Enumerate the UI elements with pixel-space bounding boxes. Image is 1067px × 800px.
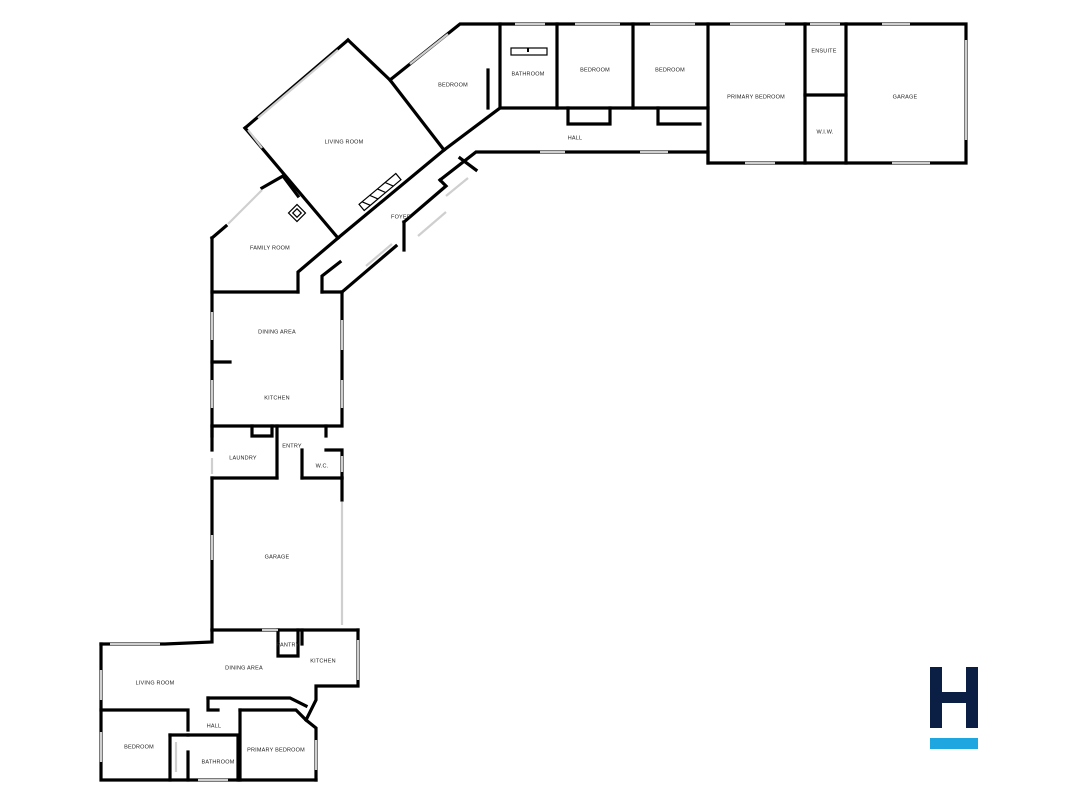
bottom-wing-walls xyxy=(99,628,360,782)
label-living-room-top: LIVING ROOM xyxy=(325,139,364,145)
label-dining-area-top: DINING AREA xyxy=(258,329,296,335)
label-family-room: FAMILY ROOM xyxy=(250,245,290,251)
label-pantry: PANTRY xyxy=(276,642,299,648)
label-kitchen-top: KITCHEN xyxy=(264,395,290,401)
label-garage-top: GARAGE xyxy=(893,94,918,100)
living-foyer-walls xyxy=(242,37,449,295)
label-hall-bottom: HALL xyxy=(207,723,222,729)
dining-kitchen-walls xyxy=(210,290,344,438)
label-bedroom-top: BEDROOM xyxy=(438,82,468,88)
dining-kitchen-windows xyxy=(210,312,344,408)
bottom-wing-windows xyxy=(99,628,360,782)
label-bathroom-bottom: BATHROOM xyxy=(202,759,235,765)
brand-logo xyxy=(928,666,980,750)
label-kitchen-bottom: KITCHEN xyxy=(310,658,336,664)
label-hall-top: HALL xyxy=(568,135,583,141)
top-wing-windows xyxy=(409,22,968,165)
label-laundry: LAUNDRY xyxy=(229,455,257,461)
bathroom-vanity xyxy=(510,47,548,56)
label-wiw: W.I.W. xyxy=(816,129,833,135)
label-foyer: FOYER xyxy=(391,214,411,220)
top-wing-walls xyxy=(387,22,968,183)
label-primary-bedroom-top: PRIMARY BEDROOM xyxy=(727,94,785,100)
living-foyer-windows xyxy=(247,49,469,267)
label-entry: ENTRY xyxy=(282,443,302,449)
label-bedroom-2: BEDROOM xyxy=(580,67,610,73)
label-primary-bedroom-bottom: PRIMARY BEDROOM xyxy=(247,747,305,753)
garage-mid-walls xyxy=(210,476,360,632)
h-logo-icon xyxy=(930,667,978,749)
label-wc: W.C. xyxy=(316,463,329,469)
stove-icon xyxy=(287,203,307,223)
label-bedroom-bottom: BEDROOM xyxy=(124,744,154,750)
fireplace-icon xyxy=(358,172,402,212)
label-dining-area-bottom: DINING AREA xyxy=(225,665,263,671)
label-living-room-bottom: LIVING ROOM xyxy=(136,680,175,686)
label-garage-mid: GARAGE xyxy=(265,554,290,560)
room-labels: BEDROOM BATHROOM BEDROOM BEDROOM PRIMARY… xyxy=(124,48,917,765)
family-room-windows xyxy=(227,189,263,225)
service-windows xyxy=(210,456,344,474)
label-ensuite: ENSUITE xyxy=(811,48,836,54)
label-bedroom-3: BEDROOM xyxy=(655,67,685,73)
label-bathroom-top: BATHROOM xyxy=(512,71,545,77)
garage-mid-windows xyxy=(210,502,344,625)
